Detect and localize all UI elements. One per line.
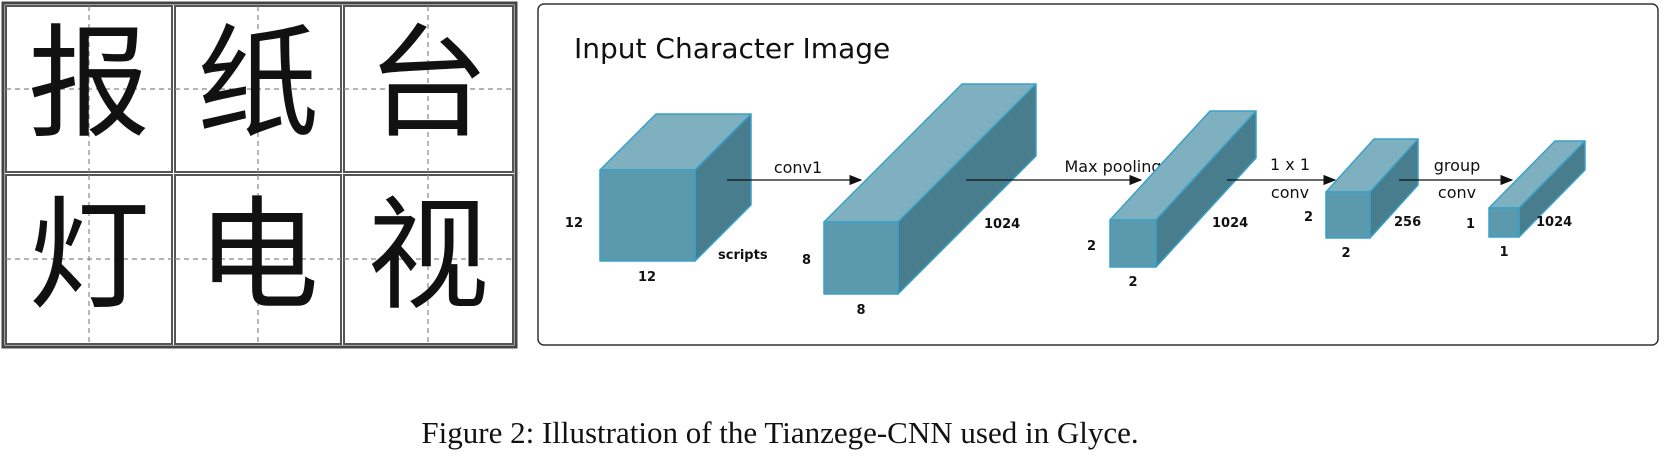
cnn-diagram: Input Character Image 12 12 scripts conv… (537, 3, 1659, 346)
depth-label: 1024 (1212, 216, 1248, 231)
character: 纸 (197, 13, 319, 155)
character: 台 (367, 13, 489, 155)
operation-label: group (1434, 156, 1480, 175)
operation-label: conv1 (774, 158, 822, 177)
grid-cell: 纸 (174, 5, 342, 173)
character: 视 (367, 185, 489, 327)
tianzige-grid: 报 纸 台 灯 电 视 (1, 1, 518, 349)
width-label: 12 (638, 270, 656, 285)
feature-block: 2 2 256 (1304, 138, 1421, 261)
height-label: 2 (1087, 239, 1096, 254)
grid-cell: 电 (174, 174, 342, 345)
feature-block: 2 2 1024 (1087, 110, 1257, 290)
grid-cell: 报 (5, 5, 173, 173)
grid-cell: 视 (343, 174, 514, 345)
operation-label: conv (1271, 183, 1309, 202)
height-label: 1 (1466, 217, 1475, 232)
operation-arrow: group conv (1399, 156, 1514, 202)
height-label: 12 (565, 216, 583, 231)
height-label: 8 (802, 253, 811, 268)
diagram-title: Input Character Image (574, 32, 890, 65)
character: 电 (197, 185, 319, 327)
operation-label: Max pooling (1064, 157, 1161, 176)
feature-block: 12 12 scripts (565, 113, 768, 285)
feature-block: 8 8 1024 (802, 83, 1037, 318)
height-label: 2 (1304, 210, 1313, 225)
figure-caption: Figure 2: Illustration of the Tianzege-C… (421, 415, 1139, 450)
width-label: 2 (1341, 246, 1350, 261)
depth-label: 256 (1394, 215, 1421, 230)
operation-arrow: conv1 (727, 158, 863, 186)
width-label: 2 (1128, 275, 1137, 290)
operation-arrow: 1 x 1 conv (1227, 155, 1337, 202)
character: 灯 (28, 185, 150, 327)
feature-block: 1 1 1024 (1466, 140, 1586, 260)
operation-arrow: Max pooling (966, 157, 1162, 186)
grid-cell: 灯 (5, 174, 173, 345)
width-label: 1 (1499, 245, 1508, 260)
grid-cell: 台 (343, 5, 514, 173)
depth-label: scripts (718, 248, 768, 263)
depth-label: 1024 (984, 217, 1020, 232)
width-label: 8 (856, 303, 865, 318)
character: 报 (28, 13, 150, 155)
operation-label: conv (1438, 183, 1476, 202)
depth-label: 1024 (1536, 215, 1572, 230)
operation-label: 1 x 1 (1270, 155, 1310, 174)
